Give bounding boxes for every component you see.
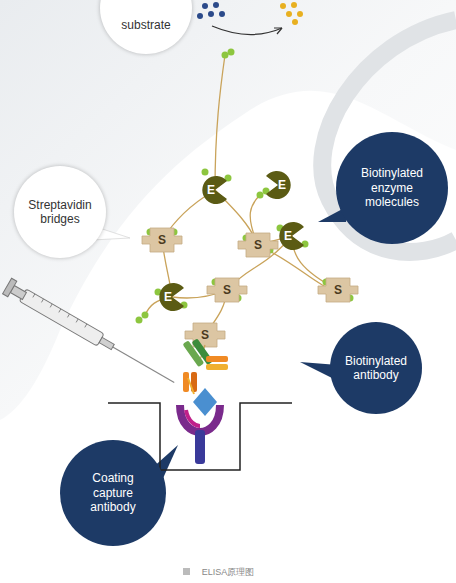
enzyme-callout: Biotinylated enzyme molecules: [336, 132, 448, 244]
callout-text: Biotinylated antibody: [343, 354, 409, 383]
enzyme-letter: E: [164, 291, 172, 303]
enzyme-shape: [159, 171, 304, 311]
callout-text: Biotinylated enzyme molecules: [352, 166, 433, 209]
streptavidin-letter: S: [334, 284, 342, 296]
streptavidin-shape: [142, 228, 358, 347]
callout-text: Streptavidin bridges: [27, 198, 93, 227]
streptavidin-letter: S: [254, 239, 262, 251]
streptavidin-letter: S: [201, 329, 209, 341]
biotin-chain: [145, 55, 338, 335]
enzyme-letter: E: [284, 230, 292, 242]
caption-icon: [183, 568, 190, 575]
swirl-background: [0, 0, 456, 420]
callout-text: substrate: [121, 18, 170, 32]
enzyme-letter: E: [207, 184, 215, 196]
substrate-dots: [197, 2, 303, 35]
antibody-callout: Biotinylated antibody: [330, 322, 422, 414]
streptavidin-letter: S: [158, 234, 166, 246]
biotin-dots: [136, 49, 354, 342]
streptavidin-callout: Streptavidin bridges: [14, 166, 106, 258]
capture-callout: Coating capture antibody: [60, 440, 166, 546]
enzyme-letter: E: [278, 179, 286, 191]
antigen: [193, 388, 217, 416]
capture-antibody: [180, 405, 220, 464]
streptavidin-letter: S: [223, 284, 231, 296]
droplet: [188, 378, 194, 394]
callout-text: Coating capture antibody: [75, 471, 151, 514]
caption: ELISA原理图: [0, 566, 456, 579]
syringe: [3, 278, 179, 390]
